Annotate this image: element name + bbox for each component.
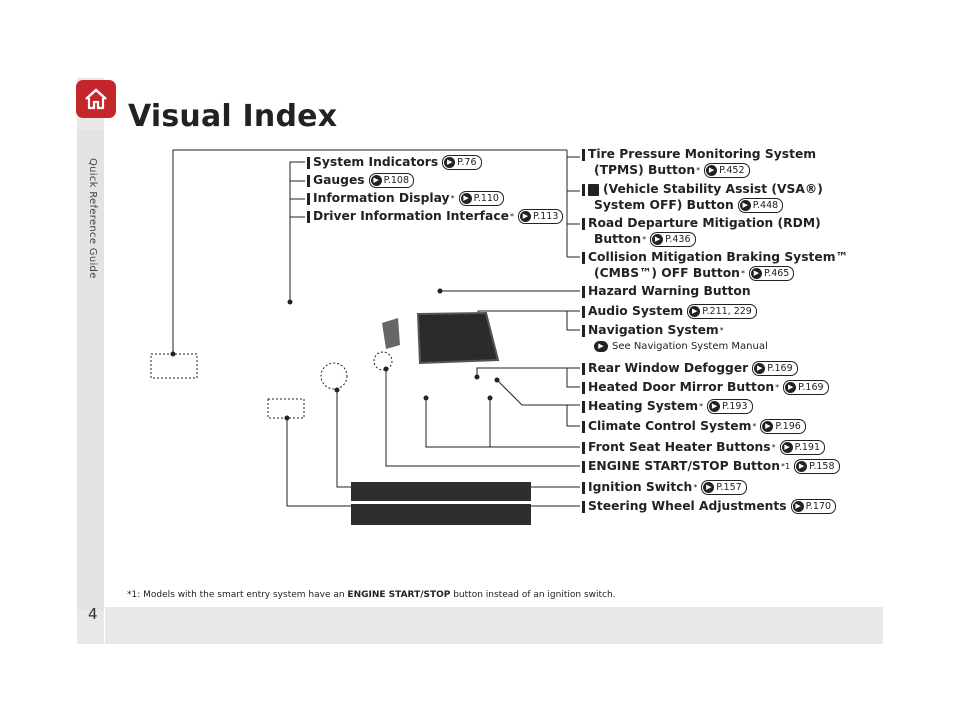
label-heated-mirror[interactable]: Heated Door Mirror Button* ▶P.169 — [582, 380, 829, 395]
arrow-icon: ▶ — [519, 211, 531, 222]
label-heating-system[interactable]: Heating System* ▶P.193 — [582, 399, 753, 414]
page-ref[interactable]: ▶P.436 — [650, 232, 696, 247]
label-steering-wheel[interactable]: Steering Wheel Adjustments ▶P.170 — [582, 499, 837, 514]
vsa-icon — [588, 183, 599, 196]
label-hazard[interactable]: Hazard Warning Button — [582, 284, 751, 299]
page-title: Visual Index — [128, 99, 338, 134]
arrow-icon: ▶ — [739, 200, 751, 211]
label-gauges[interactable]: Gauges ▶P.108 — [307, 173, 415, 188]
arrow-icon: ▶ — [709, 401, 721, 412]
page-ref[interactable]: ▶P.196 — [760, 419, 806, 434]
arrow-icon: ▶ — [594, 341, 608, 352]
label-cmbs[interactable]: Collision Mitigation Braking System™ — [582, 250, 848, 265]
page-ref[interactable]: ▶P.157 — [701, 480, 747, 495]
label-driver-information-interface[interactable]: Driver Information Interface* ▶P.113 — [307, 209, 564, 224]
arrow-icon: ▶ — [652, 234, 664, 245]
label-seat-heater[interactable]: Front Seat Heater Buttons* ▶P.191 — [582, 440, 825, 455]
arrow-icon: ▶ — [703, 482, 715, 493]
page-ref[interactable]: ▶P.113 — [517, 209, 564, 224]
arrow-icon: ▶ — [796, 461, 808, 472]
sidebar-strip — [77, 130, 104, 610]
footer-band — [105, 607, 883, 644]
label-tpms-line2[interactable]: (TPMS) Button* ▶P.452 — [594, 163, 750, 178]
arrow-icon: ▶ — [754, 363, 766, 374]
label-engine-start-stop[interactable]: ENGINE START/STOP Button*1 ▶P.158 — [582, 459, 840, 474]
page-ref[interactable]: ▶P.108 — [368, 173, 415, 188]
page-ref[interactable]: ▶P.465 — [748, 266, 795, 281]
arrow-icon: ▶ — [460, 193, 472, 204]
label-audio[interactable]: Audio System ▶P.211, 229 — [582, 304, 757, 319]
label-vsa-line2[interactable]: System OFF) Button ▶P.448 — [594, 198, 784, 213]
arrow-icon: ▶ — [785, 382, 797, 393]
home-icon — [85, 88, 107, 110]
page-ref[interactable]: ▶P.158 — [794, 459, 840, 474]
label-rdm-line2[interactable]: Button* ▶P.436 — [594, 232, 696, 247]
home-button[interactable] — [76, 80, 116, 118]
label-rdm[interactable]: Road Departure Mitigation (RDM) — [582, 216, 821, 231]
arrow-icon: ▶ — [706, 165, 718, 176]
page-ref[interactable]: ▶P.448 — [737, 198, 784, 213]
page-ref[interactable]: ▶P.170 — [790, 499, 837, 514]
page-ref[interactable]: ▶P.110 — [458, 191, 504, 206]
page-number: 4 — [88, 605, 98, 623]
page-ref[interactable]: ▶P.452 — [704, 163, 750, 178]
page-ref[interactable]: ▶P.169 — [752, 361, 798, 376]
page-ref[interactable]: ▶P.76 — [442, 155, 482, 170]
arrow-icon: ▶ — [370, 175, 382, 186]
label-rear-defogger[interactable]: Rear Window Defogger ▶P.169 — [582, 361, 798, 376]
sidebar-label: Quick Reference Guide — [87, 158, 98, 279]
page-ref[interactable]: ▶P.169 — [783, 380, 829, 395]
label-information-display[interactable]: Information Display* ▶P.110 — [307, 191, 504, 206]
footnote: *1: Models with the smart entry system h… — [127, 590, 616, 600]
arrow-icon: ▶ — [750, 268, 762, 279]
arrow-icon: ▶ — [762, 421, 774, 432]
arrow-icon: ▶ — [781, 442, 793, 453]
label-tpms[interactable]: Tire Pressure Monitoring System — [582, 147, 816, 162]
arrow-icon: ▶ — [689, 306, 701, 317]
arrow-icon: ▶ — [792, 501, 804, 512]
page-ref[interactable]: ▶P.191 — [779, 440, 825, 455]
label-climate-control[interactable]: Climate Control System* ▶P.196 — [582, 419, 806, 434]
label-ignition-switch[interactable]: Ignition Switch* ▶P.157 — [582, 480, 747, 495]
page-ref[interactable]: ▶P.193 — [707, 399, 753, 414]
label-navigation[interactable]: Navigation System* — [582, 323, 724, 338]
label-vsa[interactable]: (Vehicle Stability Assist (VSA®) — [582, 182, 823, 197]
page-ref[interactable]: ▶P.211, 229 — [687, 304, 757, 319]
label-cmbs-line2[interactable]: (CMBS™) OFF Button* ▶P.465 — [594, 266, 795, 281]
arrow-icon: ▶ — [444, 157, 456, 168]
label-navigation-note[interactable]: ▶ See Navigation System Manual — [594, 341, 768, 352]
label-system-indicators[interactable]: System Indicators ▶P.76 — [307, 155, 482, 170]
